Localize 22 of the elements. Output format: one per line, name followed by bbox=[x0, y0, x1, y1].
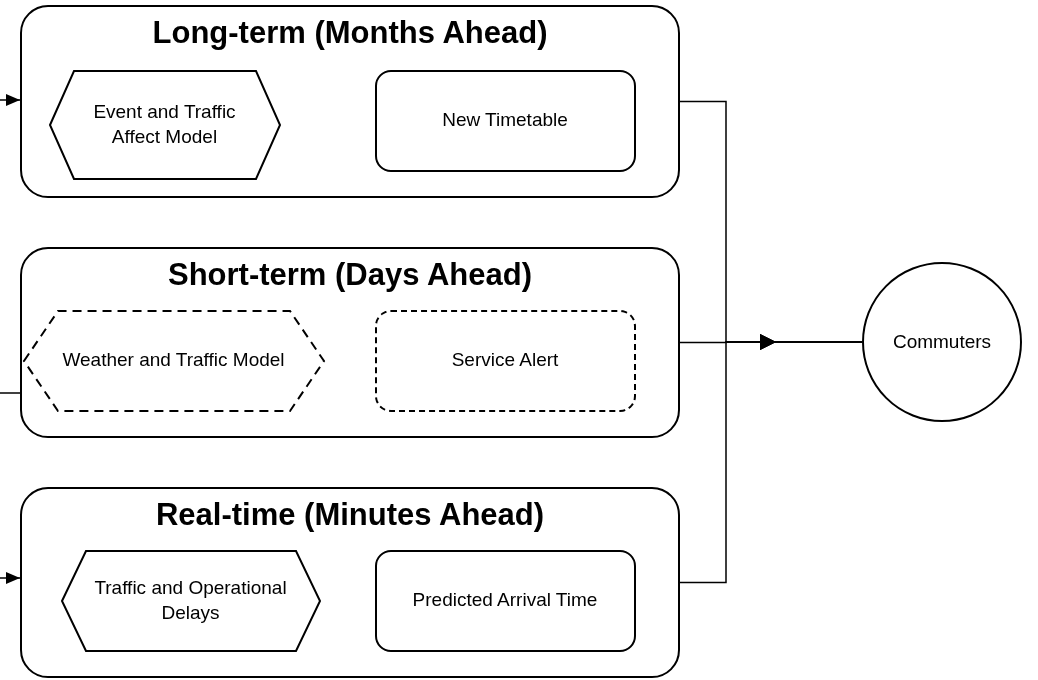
node-label: Predicted Arrival Time bbox=[411, 588, 599, 613]
arrow bbox=[679, 334, 863, 584]
group-box bbox=[20, 247, 680, 438]
node-label: Commuters bbox=[891, 329, 993, 354]
process-box bbox=[374, 69, 636, 172]
node-label: Service Alert bbox=[450, 348, 560, 373]
group-title: Long-term (Months Ahead) bbox=[151, 14, 549, 52]
node-label: Traffic and Operational Delays bbox=[93, 575, 288, 625]
group-title: Real-time (Minutes Ahead) bbox=[154, 496, 546, 534]
group-box bbox=[20, 5, 680, 198]
input-arrow bbox=[0, 94, 21, 106]
node-label: Event and Traffic Affect Model bbox=[92, 99, 237, 149]
group-title: Short-term (Days Ahead) bbox=[167, 256, 533, 294]
node-label: Weather and Traffic Model bbox=[61, 348, 286, 373]
hexagon-box bbox=[61, 549, 320, 652]
input-arrow bbox=[0, 572, 21, 584]
node-label: New Timetable bbox=[441, 108, 569, 133]
hexagon-box bbox=[49, 69, 280, 180]
hexagon-box bbox=[23, 309, 324, 412]
process-box bbox=[374, 549, 636, 652]
group-box bbox=[20, 487, 680, 678]
process-box bbox=[374, 309, 636, 412]
